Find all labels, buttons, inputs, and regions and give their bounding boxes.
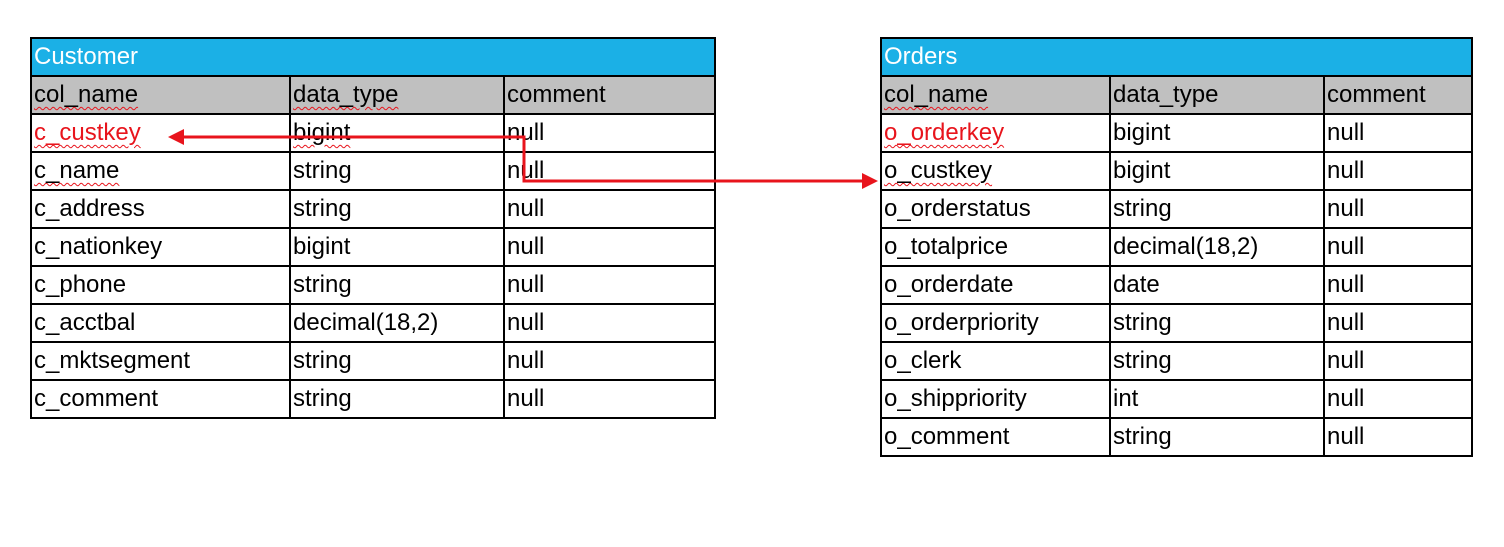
col-name-cell: o_totalprice [880,227,1111,267]
data-type-cell: bigint [1109,113,1325,153]
comment-cell: null [1322,113,1474,153]
col-name-cell: o_clerk [880,341,1111,381]
arrowhead-to-o-custkey-icon [862,173,878,189]
comment-cell: null [502,189,717,229]
comment-cell: null [502,113,717,153]
data-type-cell: date [1109,265,1325,305]
primary-key-cell: c_custkey [30,113,291,153]
col-name-cell: o_orderdate [880,265,1111,305]
table-row: o_shippriority int null [880,379,1474,419]
data-type-cell: string [289,265,505,305]
table-header-row: col_name data_type comment [30,75,717,115]
comment-cell: null [1322,189,1474,229]
orders-table: Orders col_name data_type comment o_orde… [879,37,1474,457]
comment-cell: null [1322,265,1474,305]
col-name-cell: o_shippriority [880,379,1111,419]
comment-cell: null [1322,379,1474,419]
data-type-cell: decimal(18,2) [289,303,505,343]
comment-cell: null [502,303,717,343]
table-row: o_orderstatus string null [880,189,1474,229]
comment-cell: null [1322,341,1474,381]
data-type-cell: string [289,189,505,229]
col-name-cell: o_orderpriority [880,303,1111,343]
table-row: c_acctbal decimal(18,2) null [30,303,717,343]
data-type-cell: string [1109,341,1325,381]
table-title-row: Customer [29,37,717,77]
col-name-cell: c_comment [30,379,291,419]
table-row: c_name string null [30,151,717,191]
table-row: c_nationkey bigint null [30,227,717,267]
table-title: Customer [29,37,717,77]
comment-cell: null [1322,303,1474,343]
table-row: c_custkey bigint null [30,113,717,153]
table-row: o_totalprice decimal(18,2) null [880,227,1474,267]
column-header-comment: comment [1322,75,1474,115]
data-type-cell: bigint [1109,151,1325,191]
data-type-cell: string [289,341,505,381]
table-row: c_mktsegment string null [30,341,717,381]
table-header-row: col_name data_type comment [880,75,1474,115]
col-name-cell: c_phone [30,265,291,305]
col-name-cell: c_nationkey [30,227,291,267]
table-row: o_custkey bigint null [880,151,1474,191]
data-type-cell: string [1109,303,1325,343]
column-header-col-name: col_name [30,75,291,115]
col-name-cell: o_orderstatus [880,189,1111,229]
foreign-key-cell: o_custkey [880,151,1111,191]
comment-cell: null [502,265,717,305]
data-type-cell: string [289,151,505,191]
table-title: Orders [879,37,1474,77]
table-row: c_comment string null [30,379,717,419]
primary-key-cell: o_orderkey [880,113,1111,153]
table-row: o_orderpriority string null [880,303,1474,343]
column-header-data-type: data_type [1109,75,1325,115]
table-row: o_clerk string null [880,341,1474,381]
column-header-data-type: data_type [289,75,505,115]
customer-table: Customer col_name data_type comment c_cu… [29,37,717,419]
table-title-row: Orders [879,37,1474,77]
col-name-cell: c_name [30,151,291,191]
comment-cell: null [502,379,717,419]
column-header-col-name: col_name [880,75,1111,115]
data-type-cell: string [289,379,505,419]
comment-cell: null [502,341,717,381]
col-name-cell: c_mktsegment [30,341,291,381]
table-row: o_orderkey bigint null [880,113,1474,153]
col-name-cell: c_address [30,189,291,229]
comment-cell: null [1322,151,1474,191]
data-type-cell: bigint [289,113,505,153]
comment-cell: null [1322,227,1474,267]
data-type-cell: bigint [289,227,505,267]
comment-cell: null [502,227,717,267]
column-header-comment: comment [502,75,717,115]
comment-cell: null [502,151,717,191]
comment-cell: null [1322,417,1474,457]
data-type-cell: int [1109,379,1325,419]
table-row: c_phone string null [30,265,717,305]
data-type-cell: decimal(18,2) [1109,227,1325,267]
table-row: o_orderdate date null [880,265,1474,305]
col-name-cell: c_acctbal [30,303,291,343]
data-type-cell: string [1109,417,1325,457]
col-name-cell: o_comment [880,417,1111,457]
table-row: o_comment string null [880,417,1474,457]
table-row: c_address string null [30,189,717,229]
data-type-cell: string [1109,189,1325,229]
